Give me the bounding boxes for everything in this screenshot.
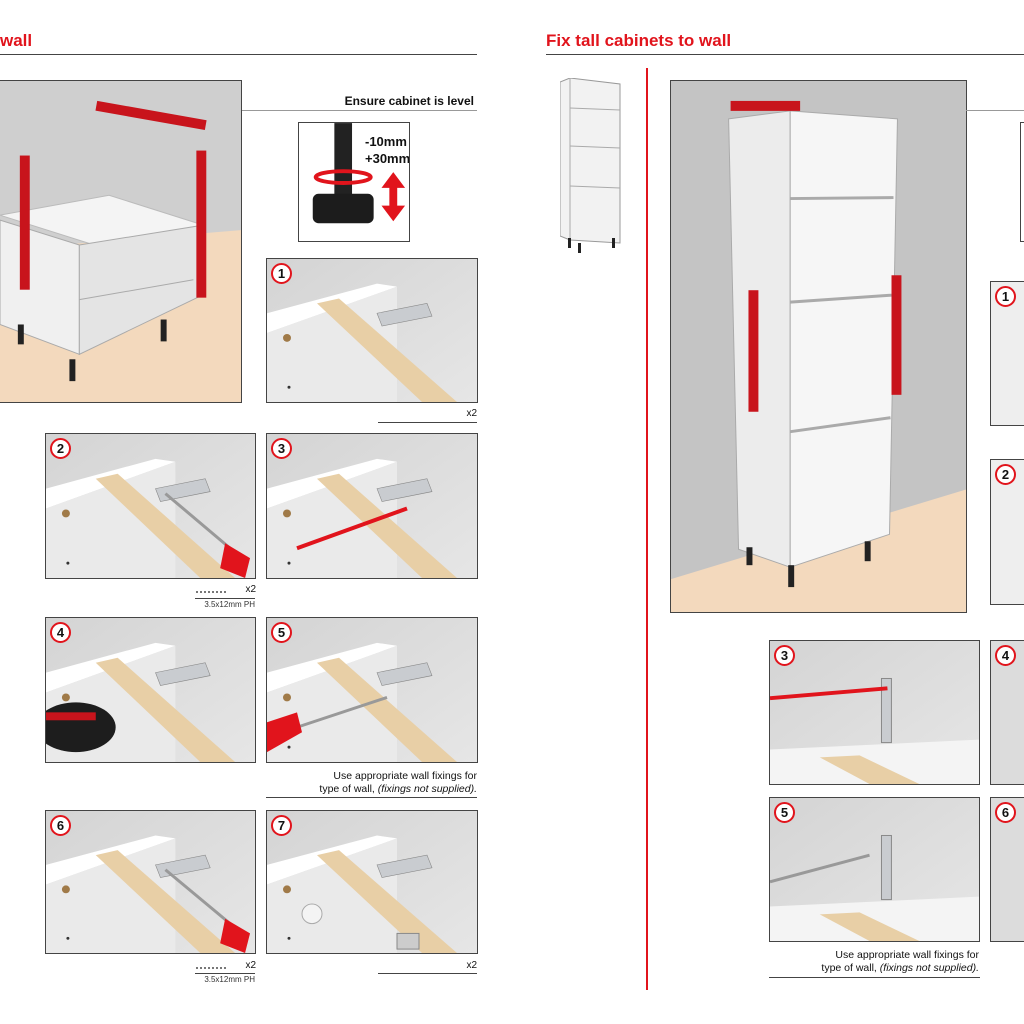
- qty-rule: [195, 973, 255, 974]
- step-5-panel-right: 5: [769, 797, 980, 942]
- step-number: 3: [271, 438, 292, 459]
- step-4-panel: 4: [45, 617, 256, 763]
- screw-spec: 3.5x12mm PH: [204, 975, 255, 984]
- title-divider: [0, 54, 477, 55]
- title-divider: [546, 54, 1024, 55]
- leader-line: [966, 110, 1024, 111]
- wall-fixings-note-right: Use appropriate wall fixings for type of…: [821, 949, 979, 975]
- note-line-2: type of wall,: [821, 962, 880, 974]
- step-number: 5: [774, 802, 795, 823]
- step-2-panel-right: 2: [990, 459, 1024, 605]
- leg-adjust-detail-partial: [1020, 122, 1024, 242]
- note-rule: [266, 797, 477, 798]
- page-title-left: wall: [0, 31, 33, 50]
- note-italic: (fixings not supplied).: [879, 962, 979, 974]
- step-4-panel-right: 4: [990, 640, 1024, 785]
- step-number: 4: [50, 622, 71, 643]
- qty-rule: [195, 598, 255, 599]
- step-number: 5: [271, 622, 292, 643]
- note-line-1: Use appropriate wall fixings for: [333, 770, 477, 782]
- step-2-panel: 2: [45, 433, 256, 579]
- screw-spec: 3.5x12mm PH: [204, 600, 255, 609]
- screw-icon: [196, 961, 226, 969]
- step-number: 6: [995, 802, 1016, 823]
- wall-fixings-note: Use appropriate wall fixings for type of…: [319, 770, 477, 796]
- note-line-2: type of wall,: [319, 783, 378, 795]
- page-divider: [646, 68, 648, 990]
- step-2-qty: x2: [245, 584, 256, 595]
- leg-adjust-detail: -10mm +30mm: [298, 122, 410, 242]
- step-number: 1: [271, 263, 292, 284]
- base-cabinet-illustration: [0, 80, 242, 403]
- note-italic: (fixings not supplied).: [377, 783, 477, 795]
- adjust-min: -10mm: [365, 134, 407, 149]
- page-title-right: Fix tall cabinets to wall: [546, 31, 732, 50]
- step-number: 1: [995, 286, 1016, 307]
- step-3-panel: 3: [266, 433, 478, 579]
- step-1-panel-right: 1: [990, 281, 1024, 426]
- adjust-range: -10mm +30mm: [365, 133, 410, 167]
- leader-line: [242, 110, 477, 111]
- step-7-panel: 7: [266, 810, 478, 954]
- level-caption: Ensure cabinet is level: [344, 94, 474, 108]
- step-number: 7: [271, 815, 292, 836]
- qty-rule: [378, 973, 477, 974]
- step-6-panel: 6: [45, 810, 256, 954]
- step-1-qty: x2: [466, 408, 477, 419]
- step-6-panel-right: 6: [990, 797, 1024, 942]
- step-1-panel: 1: [266, 258, 478, 403]
- screw-icon: [196, 585, 226, 593]
- step-5-panel: 5: [266, 617, 478, 763]
- step-7-qty: x2: [466, 960, 477, 971]
- step-number: 4: [995, 645, 1016, 666]
- qty-rule: [378, 422, 477, 423]
- adjust-max: +30mm: [365, 151, 410, 166]
- note-rule: [769, 977, 980, 978]
- note-line-1: Use appropriate wall fixings for: [835, 949, 979, 961]
- step-6-qty: x2: [245, 960, 256, 971]
- step-number: 3: [774, 645, 795, 666]
- step-number: 6: [50, 815, 71, 836]
- tall-cabinet-illustration: [670, 80, 967, 613]
- step-number: 2: [995, 464, 1016, 485]
- step-3-panel-right: 3: [769, 640, 980, 785]
- tall-cabinet-thumbnail: [559, 77, 622, 256]
- step-number: 2: [50, 438, 71, 459]
